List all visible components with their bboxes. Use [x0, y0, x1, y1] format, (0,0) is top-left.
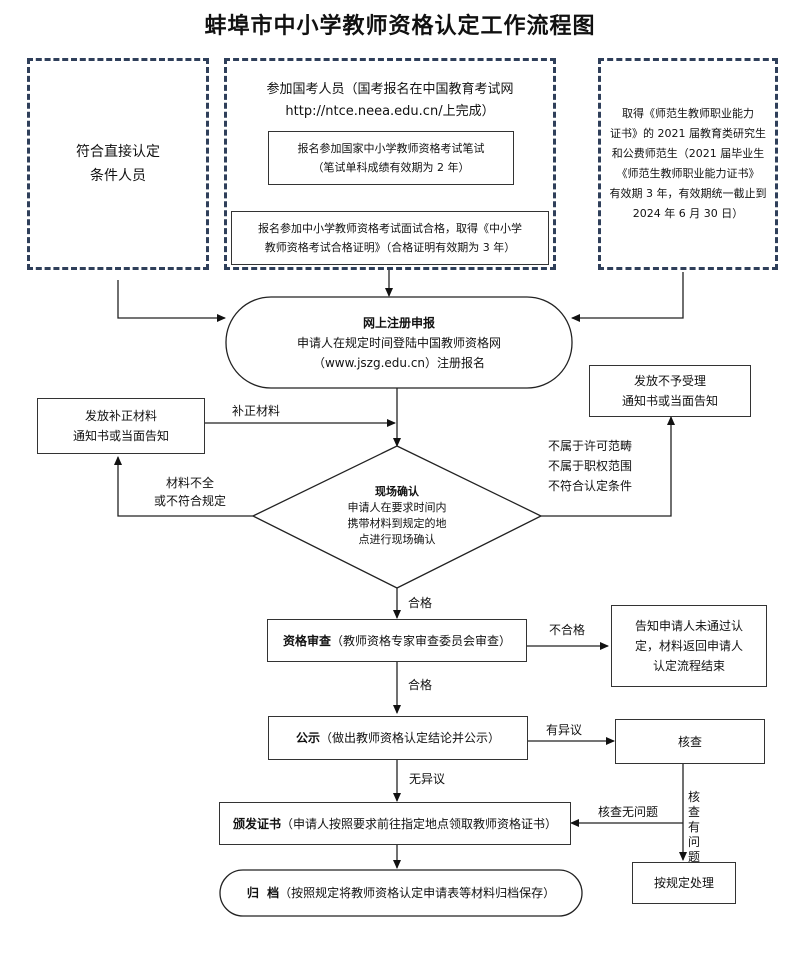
onsite-line2: 携带材料到规定的地 [347, 517, 447, 530]
issue-certificate-box: 颁发证书 （申请人按照要求前往指定地点领取教师资格证书） [219, 802, 571, 845]
register-line2: （www.jszg.edu.cn）注册报名 [312, 356, 486, 370]
fail-line2: 定，材料返回申请人 [634, 639, 743, 653]
normal-student-line6: 2024 年 6 月 30 日） [632, 207, 744, 220]
national-exam-url: http://ntce.neea.edu.cn/上完成） [285, 104, 495, 119]
register-line1: 申请人在规定时间登陆中国教师资格网 [296, 336, 501, 350]
reject-line1: 发放不予受理 [633, 374, 706, 388]
supplement-line1: 发放补正材料 [84, 409, 157, 423]
publicity-detail: （做出教师资格认定结论并公示） [320, 731, 501, 745]
fail-line1: 告知申请人未通过认 [634, 619, 743, 633]
register-text: 网上注册申报 申请人在规定时间登陆中国教师资格网 （www.jszg.edu.c… [240, 307, 558, 379]
publicity-box: 公示 （做出教师资格认定结论并公示） [268, 716, 528, 760]
objection-label: 有异议 [546, 723, 583, 737]
no-objection-label: 无异议 [409, 772, 446, 786]
normal-student-line1: 取得《师范生教师职业能力 [622, 107, 754, 120]
incomplete-line1: 材料不全 [165, 476, 214, 490]
review-detail: （教师资格专家审查委员会审查） [331, 633, 512, 648]
archive-shape [219, 869, 583, 917]
interview-line1: 报名参加中小学教师资格考试面试合格，取得《中小学 [258, 222, 522, 235]
onsite-line3: 点进行现场确认 [358, 533, 436, 546]
interview-line2: 教师资格考试合格证明》（合格证明有效期为 3 年） [264, 241, 516, 254]
archive-text: 归 档 （按照规定将教师资格认定申请表等材料归档保存） [222, 872, 580, 914]
verify-box: 核查 [615, 719, 765, 764]
normal-student-line3: 和公费师范生（2021 届毕业生 [611, 147, 765, 160]
handle-box: 按规定处理 [632, 862, 736, 904]
review-box: 资格审查 （教师资格专家审查委员会审查） [267, 619, 527, 662]
review-title: 资格审查 [282, 633, 331, 648]
fail-notice-box: 告知申请人未通过认 定，材料返回申请人 认定流程结束 [611, 605, 767, 687]
fail-label: 不合格 [549, 623, 586, 637]
onsite-line1: 申请人在要求时间内 [347, 501, 447, 514]
supplement-line2: 通知书或当面告知 [72, 429, 169, 443]
normal-student-box: 取得《师范生教师职业能力 证书》的 2021 届教育类研究生 和公费师范生（20… [598, 58, 778, 270]
arrow-onsite-to-reject [541, 416, 675, 517]
incomplete-label: 材料不全 或不符合规定 [140, 474, 240, 510]
normal-student-line2: 证书》的 2021 届教育类研究生 [610, 127, 766, 140]
page-title: 蚌埠市中小学教师资格认定工作流程图 [204, 13, 596, 39]
arrow-left-to-register [117, 280, 226, 322]
pass-label-2: 合格 [408, 678, 433, 692]
onsite-diamond [251, 445, 543, 589]
onsite-title: 现场确认 [375, 485, 419, 498]
publicity-title: 公示 [295, 731, 320, 745]
reject-notice-box: 发放不予受理 通知书或当面告知 [589, 365, 751, 417]
reject-label-line2: 不属于职权范围 [548, 459, 633, 473]
issue-title: 颁发证书 [232, 816, 281, 831]
normal-student-line4: 《师范生教师职业能力证书》 [616, 167, 760, 180]
register-shape [225, 296, 573, 389]
written-exam-line2: （笔试单科成绩有效期为 2 年） [312, 161, 470, 174]
incomplete-line2: 或不符合规定 [153, 494, 226, 508]
national-exam-line1: 参加国考人员（国考报名在中国教育考试网 [266, 82, 514, 97]
supplement-notice-box: 发放补正材料 通知书或当面告知 [37, 398, 205, 454]
issue-detail: （申请人按照要求前往指定地点领取教师资格证书） [281, 816, 558, 831]
verify-ok-label: 核查无问题 [598, 805, 659, 819]
direct-eligibility-box: 符合直接认定 条件人员 [27, 58, 209, 270]
reject-label-line1: 不属于许可范畴 [548, 439, 633, 453]
reject-line2: 通知书或当面告知 [621, 394, 718, 408]
written-exam-line1: 报名参加国家中小学教师资格考试笔试 [297, 142, 485, 155]
written-exam-box: 报名参加国家中小学教师资格考试笔试 （笔试单科成绩有效期为 2 年） [268, 131, 514, 185]
direct-eligibility-line2: 条件人员 [90, 168, 146, 184]
onsite-text: 现场确认 申请人在要求时间内 携带材料到规定的地 点进行现场确认 [317, 484, 477, 548]
arrow-onsite-to-supplement [114, 456, 253, 517]
verify-problem-label: 核查有问题 [688, 790, 701, 864]
pass-label-1: 合格 [408, 596, 433, 610]
register-title: 网上注册申报 [362, 316, 435, 330]
fail-line3: 认定流程结束 [652, 659, 725, 673]
archive-detail: （按照规定将教师资格认定申请表等材料归档保存） [279, 886, 556, 900]
direct-eligibility-line1: 符合直接认定 [76, 144, 160, 160]
archive-title: 归 档 [246, 886, 280, 900]
supplement-label: 补正材料 [232, 404, 281, 418]
reject-label: 不属于许可范畴 不属于职权范围 不符合认定条件 [548, 436, 632, 496]
reject-label-line3: 不符合认定条件 [548, 479, 633, 493]
arrow-right-to-register [571, 272, 684, 322]
national-exam-box: 参加国考人员（国考报名在中国教育考试网 http://ntce.neea.edu… [224, 58, 556, 270]
normal-student-line5: 有效期 3 年，有效期统一截止到 [609, 187, 767, 200]
interview-box: 报名参加中小学教师资格考试面试合格，取得《中小学 教师资格考试合格证明》（合格证… [231, 211, 549, 265]
